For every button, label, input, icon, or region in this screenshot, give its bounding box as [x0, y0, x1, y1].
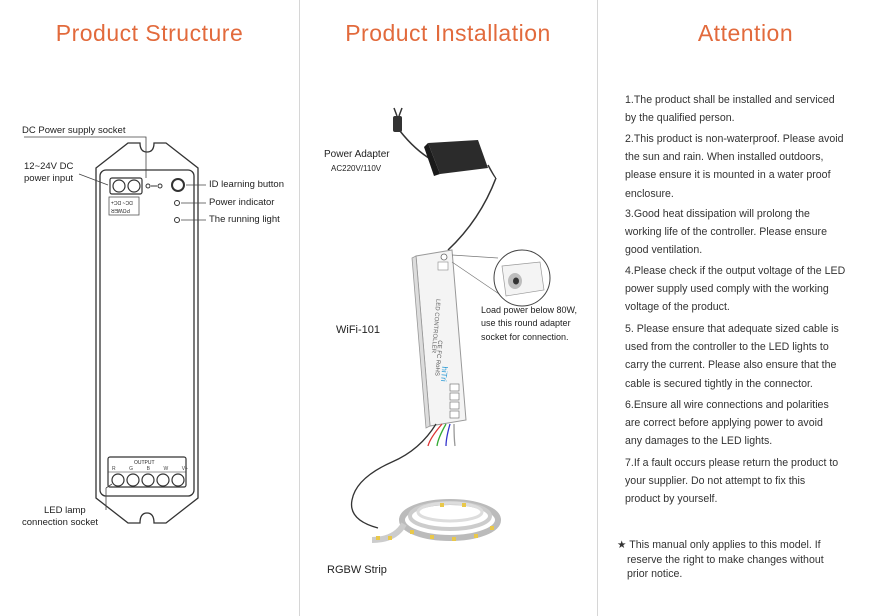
attention-item-7-line2: your supplier. Do not attempt to fix thi… [625, 475, 806, 488]
output-terminal-block [107, 456, 187, 488]
running-light-label: The running light [209, 214, 280, 225]
pin-w-label: W [163, 466, 169, 472]
controller-outline [95, 142, 199, 524]
attention-item-7-line3: product by yourself. [625, 493, 718, 506]
attention-item-2-line4: enclosure. [625, 187, 674, 200]
load-power-line3: socket for connection. [481, 332, 569, 342]
attention-item-7-line1: 7.If a fault occurs please return the pr… [625, 457, 839, 469]
column-divider-left [299, 0, 300, 616]
title-product-installation: Product Installation [345, 20, 551, 46]
manual-note-line2: reserve the right to make changes withou… [627, 553, 824, 566]
dc-input-label-line1: 12~24V DC [24, 161, 74, 172]
power-adapter-voltage-label: AC220V/110V [331, 164, 382, 173]
attention-item-4-line2: power supply used comply with the workin… [625, 283, 829, 296]
pin-b-label: B [146, 466, 150, 472]
output-marking: OUTPUT [134, 460, 155, 466]
id-learning-button[interactable] [171, 178, 185, 192]
plug-icon [393, 107, 403, 132]
attention-item-2: 2.This product is non-waterproof. Please… [625, 130, 869, 203]
led-socket-label-line1: LED lamp [44, 505, 86, 516]
socket-zoom-callout [451, 249, 551, 307]
manual-note-line3: prior notice. [627, 568, 683, 580]
structure-leader-lines [24, 136, 206, 510]
attention-item-3-line2: working life of the controller. Please e… [625, 226, 827, 239]
attention-item-6-line3: any damages to the LED lights. [625, 435, 773, 448]
attention-item-5-line2: used from the controller to the LED ligh… [625, 341, 829, 354]
id-learning-button-label: ID learning button [209, 179, 284, 190]
attention-item-3-line1: 3.Good heat dissipation will prolong the [625, 208, 810, 220]
attention-item-5: 5. Please ensure that adequate sized cab… [625, 320, 869, 393]
manual-note: ★ This manual only applies to this model… [617, 538, 871, 582]
power-indicator-led [174, 200, 180, 206]
dc-input-label-line2: power input [24, 173, 74, 184]
attention-item-5-line3: carry the current. Please also ensure th… [625, 359, 837, 372]
attention-item-2-line1: 2.This product is non-waterproof. Please… [625, 133, 844, 145]
load-power-line2: use this round adapter [481, 318, 571, 328]
dc-terminal-block [109, 177, 143, 195]
wifi-101-controller-device [411, 249, 467, 429]
led-socket-label-line2: connection socket [22, 517, 99, 528]
attention-item-3-line3: good ventilation. [625, 244, 703, 257]
dc-marking: DC~ DC+ [111, 199, 133, 205]
pin-v-label: V+ [181, 466, 188, 472]
power-marking-box [108, 196, 140, 216]
attention-item-5-line1: 5. Please ensure that adequate sized cab… [625, 323, 839, 335]
attention-item-2-line2: the sun and rain. When installed outdoor… [625, 151, 824, 164]
rgbw-strip-label: RGBW Strip [327, 564, 387, 576]
pin-g-label: G [129, 466, 134, 472]
manual-note-line1: ★ This manual only applies to this model… [617, 539, 821, 551]
attention-item-4-line3: voltage of the product. [625, 301, 730, 314]
output-wires [350, 423, 456, 529]
attention-item-3: 3.Good heat dissipation will prolong the… [625, 205, 869, 260]
rgbw-strip-reel [371, 499, 501, 543]
model-label: WiFi-101 [336, 324, 381, 336]
attention-item-6-line1: 6.Ensure all wire connections and polari… [625, 399, 829, 411]
output-pin-labels: R G B W V+ [112, 466, 188, 472]
attention-item-4-line1: 4.Please check if the output voltage of … [625, 265, 846, 277]
dc-power-supply-socket-label: DC Power supply socket [22, 125, 126, 136]
dc-socket-icon [145, 183, 163, 189]
pin-r-label: R [112, 466, 116, 472]
running-light-led [174, 217, 180, 223]
title-product-structure: Product Structure [55, 20, 244, 46]
power-indicator-label: Power indicator [209, 197, 275, 208]
power-marking: POWER [111, 207, 130, 213]
column-divider-right [597, 0, 598, 616]
attention-item-7: 7.If a fault occurs please return the pr… [625, 454, 869, 509]
attention-item-1: 1.The product shall be installed and ser… [625, 91, 869, 127]
attention-item-5-line4: cable is secured tightly in the connecto… [625, 377, 813, 390]
power-adapter-icon [399, 130, 497, 251]
attention-item-2-line3: please ensure it is mounted in a water p… [625, 169, 831, 182]
attention-item-6: 6.Ensure all wire connections and polari… [625, 396, 869, 451]
title-attention: Attention [697, 20, 794, 46]
power-adapter-label: Power Adapter [324, 149, 390, 160]
attention-item-1-line2: by the qualified person. [625, 112, 735, 125]
attention-item-1-line1: 1.The product shall be installed and ser… [625, 94, 835, 106]
attention-item-4: 4.Please check if the output voltage of … [625, 262, 869, 317]
attention-item-6-line2: are correct before applying power to avo… [625, 417, 823, 430]
load-power-line1: Load power below 80W, [481, 305, 578, 315]
